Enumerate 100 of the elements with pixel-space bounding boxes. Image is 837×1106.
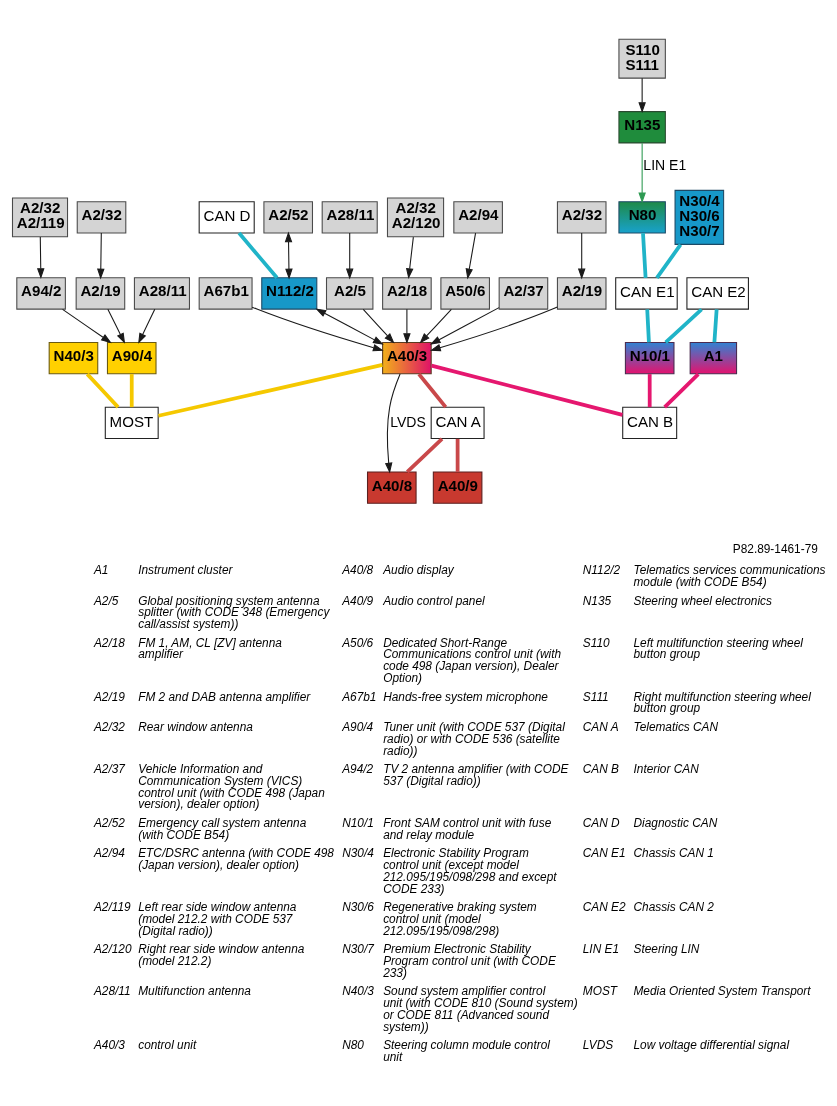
arrow bbox=[138, 308, 156, 344]
label: A2/32 bbox=[93, 719, 125, 734]
connector bbox=[655, 243, 683, 279]
label: Sound system amplifier control unit (with CODE 810 (Sound system) or CODE 811 (Advanced sound system)) bbox=[383, 983, 578, 1034]
arrow bbox=[429, 306, 500, 345]
node-box: A90/4 bbox=[106, 341, 157, 374]
node-box: N80 bbox=[618, 200, 666, 234]
label: FM 1, AM, CL [ZV] antenna amplifier bbox=[138, 635, 282, 661]
label: TV 2 antenna amplifier (with CODE 537 (Digital radio)) bbox=[383, 761, 569, 788]
label: Rear window antenna bbox=[138, 719, 253, 734]
arrow bbox=[429, 306, 558, 351]
label: CAN A bbox=[582, 719, 619, 734]
label: S110 bbox=[582, 635, 610, 650]
label: Telematics CAN bbox=[633, 719, 719, 734]
label: Right rear side window antenna (model 212.2) bbox=[138, 941, 305, 968]
arrow bbox=[284, 230, 293, 279]
node-box: CAN B bbox=[622, 406, 678, 439]
connector bbox=[405, 436, 444, 473]
node-box: A2/32 bbox=[76, 200, 127, 234]
connector bbox=[647, 373, 652, 407]
connector bbox=[663, 372, 700, 408]
label: Dedicated Short-Range Communications control unit (with code 498 (Japan version), Dealer Option) bbox=[383, 635, 562, 685]
label: LVDS bbox=[582, 1037, 614, 1052]
label: Front SAM control unit with fuse and relay module bbox=[383, 815, 552, 842]
label: P82.89-1461-79 bbox=[732, 541, 818, 556]
label: Chassis CAN 1 bbox=[633, 845, 714, 860]
connector bbox=[85, 372, 120, 408]
node-box: A2/19 bbox=[556, 276, 607, 310]
arrow bbox=[107, 308, 126, 344]
connector bbox=[129, 373, 134, 407]
label: A2/18 bbox=[93, 635, 125, 650]
label: Steering LIN bbox=[633, 941, 700, 956]
label: Chassis CAN 2 bbox=[633, 899, 714, 914]
label: Interior CAN bbox=[633, 761, 699, 776]
node-box: A2/37 bbox=[498, 276, 549, 310]
arrow bbox=[419, 308, 452, 344]
label: A28/11 bbox=[93, 983, 131, 998]
connector bbox=[237, 231, 279, 279]
label: A40/9 bbox=[342, 593, 374, 608]
node-box: A2/5 bbox=[325, 276, 374, 310]
node-box: N112/2 bbox=[261, 276, 318, 310]
node-box: CAN A bbox=[430, 406, 485, 439]
label: A2/19 bbox=[93, 689, 125, 704]
label: S111 bbox=[582, 689, 609, 704]
label: A2/37 bbox=[93, 761, 125, 776]
label: CAN D bbox=[582, 815, 620, 830]
connector bbox=[712, 308, 719, 342]
node-box: A94/2 bbox=[16, 276, 66, 310]
arrow bbox=[638, 142, 646, 203]
label: N30/6 bbox=[342, 899, 374, 914]
label: Hands-free system microphone bbox=[383, 689, 548, 704]
node-box: A2/32 A2/120 bbox=[386, 196, 445, 237]
label: Global positioning system antenna splitter (with CODE 348 (Emergency call/assist system)) bbox=[138, 593, 330, 631]
node-box: A2/32 A2/119 bbox=[11, 196, 69, 237]
node-box: A28/11 bbox=[133, 276, 190, 310]
label: Left rear side window antenna (model 212.2 with CODE 537 (Digital radio)) bbox=[138, 899, 297, 938]
label: Low voltage differential signal bbox=[633, 1037, 790, 1052]
connector bbox=[645, 308, 651, 342]
arrow bbox=[403, 308, 411, 344]
arrow bbox=[345, 232, 354, 279]
arrow bbox=[36, 236, 45, 279]
node-box: CAN E1 bbox=[615, 276, 678, 310]
label: CAN B bbox=[582, 761, 620, 776]
label: Audio control panel bbox=[383, 593, 485, 608]
label: N10/1 bbox=[342, 815, 374, 830]
label: A50/6 bbox=[342, 635, 374, 650]
label: Multifunction antenna bbox=[138, 983, 251, 998]
node-box: A2/18 bbox=[382, 276, 432, 310]
label: Media Oriented System Transport bbox=[633, 983, 811, 998]
label: Left multifunction steering wheel button group bbox=[633, 635, 803, 661]
label: Tuner unit (with CODE 537 (Digital radio) or with CODE 536 (satellite radio)) bbox=[383, 719, 565, 758]
edge-label: LIN E1 bbox=[643, 156, 687, 173]
label: A67b1 bbox=[342, 689, 377, 704]
connector bbox=[417, 372, 448, 408]
label: control unit bbox=[138, 1037, 197, 1052]
label: Steering column module control unit bbox=[383, 1037, 550, 1064]
label: Emergency call system antenna (with CODE B54) bbox=[138, 815, 307, 842]
label: Telematics services communications module (with CODE B54) bbox=[633, 562, 826, 589]
label: CAN E2 bbox=[582, 899, 626, 914]
arrow bbox=[577, 232, 586, 279]
node-box: A50/6 bbox=[440, 276, 490, 310]
connector bbox=[641, 232, 648, 278]
label: ETC/DSRC antenna (with CODE 498 (Japan version), dealer option) bbox=[138, 845, 334, 872]
label: N30/4 bbox=[342, 845, 374, 860]
label: Steering wheel electronics bbox=[633, 593, 772, 608]
node-box: A67b1 bbox=[198, 276, 253, 310]
label: Right multifunction steering wheel button group bbox=[633, 689, 811, 715]
node-box: N10/1 bbox=[624, 341, 675, 374]
edge-label: LVDS bbox=[390, 413, 426, 430]
node-box: N30/4 N30/6 N30/7 bbox=[674, 189, 725, 245]
connector bbox=[431, 363, 623, 417]
label: A2/119 bbox=[93, 899, 131, 914]
label: N40/3 bbox=[342, 983, 374, 998]
label: CAN E1 bbox=[582, 845, 626, 860]
label: A90/4 bbox=[342, 719, 374, 734]
node-box: N135 bbox=[618, 110, 666, 143]
label: Instrument cluster bbox=[138, 562, 233, 577]
label: A2/94 bbox=[93, 845, 125, 860]
node-box: A40/3 bbox=[382, 341, 432, 374]
label: A40/3 bbox=[93, 1037, 125, 1052]
